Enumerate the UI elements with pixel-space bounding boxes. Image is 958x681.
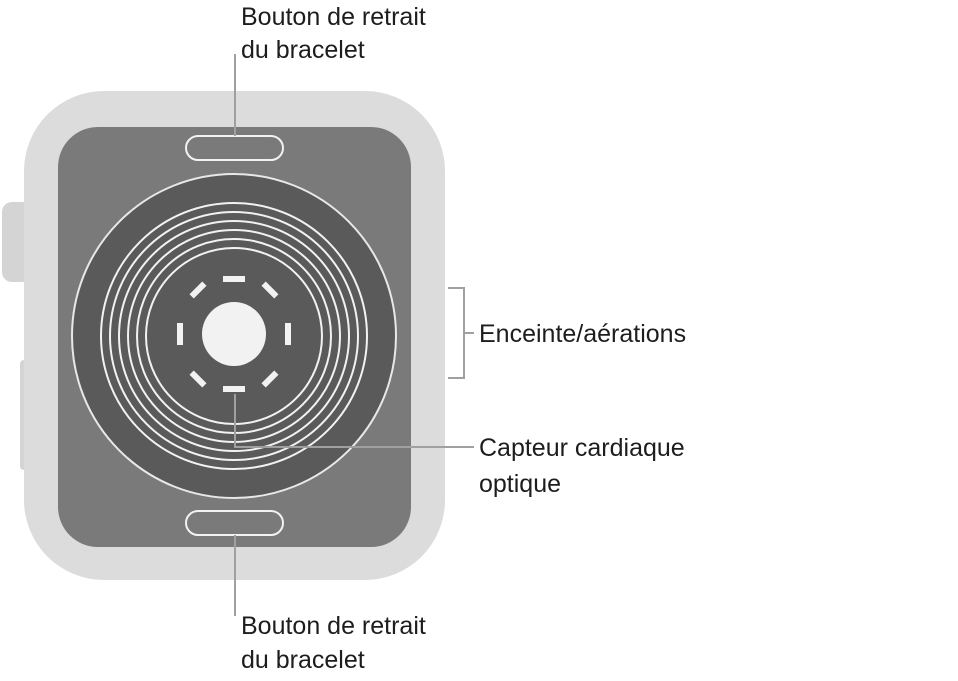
label-optical-heart-sensor-line2: optique [479, 470, 561, 498]
label-optical-heart-sensor-line1: Capteur cardiaque [479, 434, 685, 462]
label-speaker-vents: Enceinte/aérations [479, 320, 686, 348]
leader-lines [234, 54, 474, 616]
optical-sensor-dashes [177, 276, 291, 392]
leader-line-heart-sensor [234, 394, 474, 448]
speaker-bracket [448, 287, 465, 379]
label-band-release-top-line2: du bracelet [241, 36, 365, 64]
band-release-button-top [185, 135, 284, 161]
label-band-release-top-line1: Bouton de retrait [241, 3, 426, 31]
optical-heart-sensor-lens [202, 302, 266, 366]
label-band-release-bottom-line1: Bouton de retrait [241, 612, 426, 640]
band-release-button-bottom [185, 510, 284, 536]
label-band-release-bottom-line2: du bracelet [241, 646, 365, 674]
